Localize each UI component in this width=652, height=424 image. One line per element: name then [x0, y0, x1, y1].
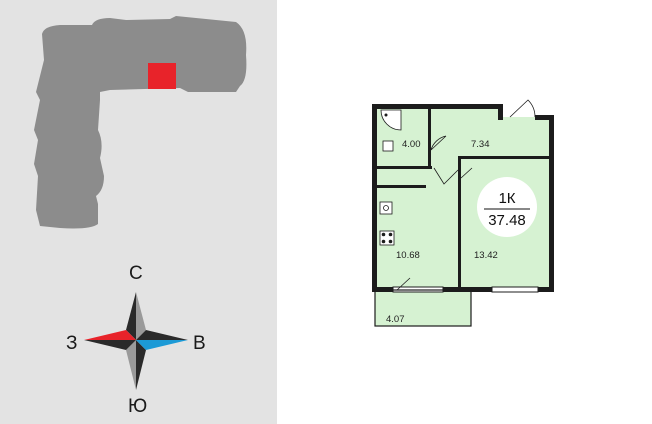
balcony-floor-fill [375, 288, 471, 326]
toilet [382, 140, 394, 152]
balcony-area-label: 4.07 [386, 314, 405, 325]
wall-living-top [461, 156, 549, 159]
outer-wall-left [372, 104, 377, 292]
kitchen-area-label: 10.68 [396, 250, 420, 261]
outer-wall-top-right [535, 115, 554, 120]
stove-burner-4 [388, 239, 393, 244]
stove-burner-2 [388, 232, 393, 237]
compass-west-top [84, 330, 136, 340]
stove-burner-3 [381, 239, 386, 244]
balcony-outline [374, 289, 472, 327]
compass-east-bottom [136, 340, 188, 350]
compass-west-bottom [84, 340, 136, 350]
compass-rose [84, 292, 188, 390]
compass-south-label: Ю [128, 396, 148, 417]
stove [379, 230, 395, 246]
bathroom-door-swing [430, 135, 447, 151]
wall-bathroom-bottom [376, 166, 432, 169]
entrance-door-swing [509, 99, 536, 118]
wall-living-left [458, 156, 461, 288]
location-panel: С Ю З В [0, 0, 277, 424]
outer-wall-right [549, 115, 554, 292]
compass-east-top [136, 330, 188, 340]
shower-drain [384, 113, 388, 117]
walls [372, 99, 554, 327]
compass-north-label: С [129, 263, 143, 284]
area-badge-circle [477, 177, 537, 237]
living-window [491, 286, 539, 293]
fixtures [379, 109, 402, 246]
living-room-area-label: 13.42 [474, 250, 498, 261]
compass-north-left [126, 292, 136, 340]
apartment-floor-fill [374, 106, 551, 290]
kitchen-door-swing [433, 167, 459, 185]
hallway-area-label: 7.34 [471, 139, 490, 150]
outer-wall-step [498, 104, 503, 120]
kitchen-sink [379, 201, 393, 215]
apartment-location-marker [148, 63, 176, 89]
building-outline [34, 16, 247, 229]
total-area-label: 37.48 [488, 212, 526, 229]
apartment-type-label: 1К [498, 190, 516, 207]
sink-bowl [383, 205, 389, 211]
living-door-swing [460, 167, 473, 179]
building-key-plan [34, 16, 247, 390]
compass-west-label: З [66, 333, 78, 354]
compass-south-left [126, 340, 136, 390]
balcony-door-swing [396, 277, 411, 291]
compass-south-right [136, 340, 146, 390]
bathroom-area-label: 4.00 [402, 139, 421, 150]
stove-burner-1 [381, 232, 386, 237]
building-footprint [34, 16, 247, 229]
outer-wall-top-left [372, 104, 503, 109]
wall-bathroom-hall [428, 108, 431, 166]
room-fills [374, 106, 551, 326]
compass-east-label: В [193, 333, 206, 354]
compass-north-right [136, 292, 146, 340]
wall-kitchen-top [376, 185, 426, 188]
